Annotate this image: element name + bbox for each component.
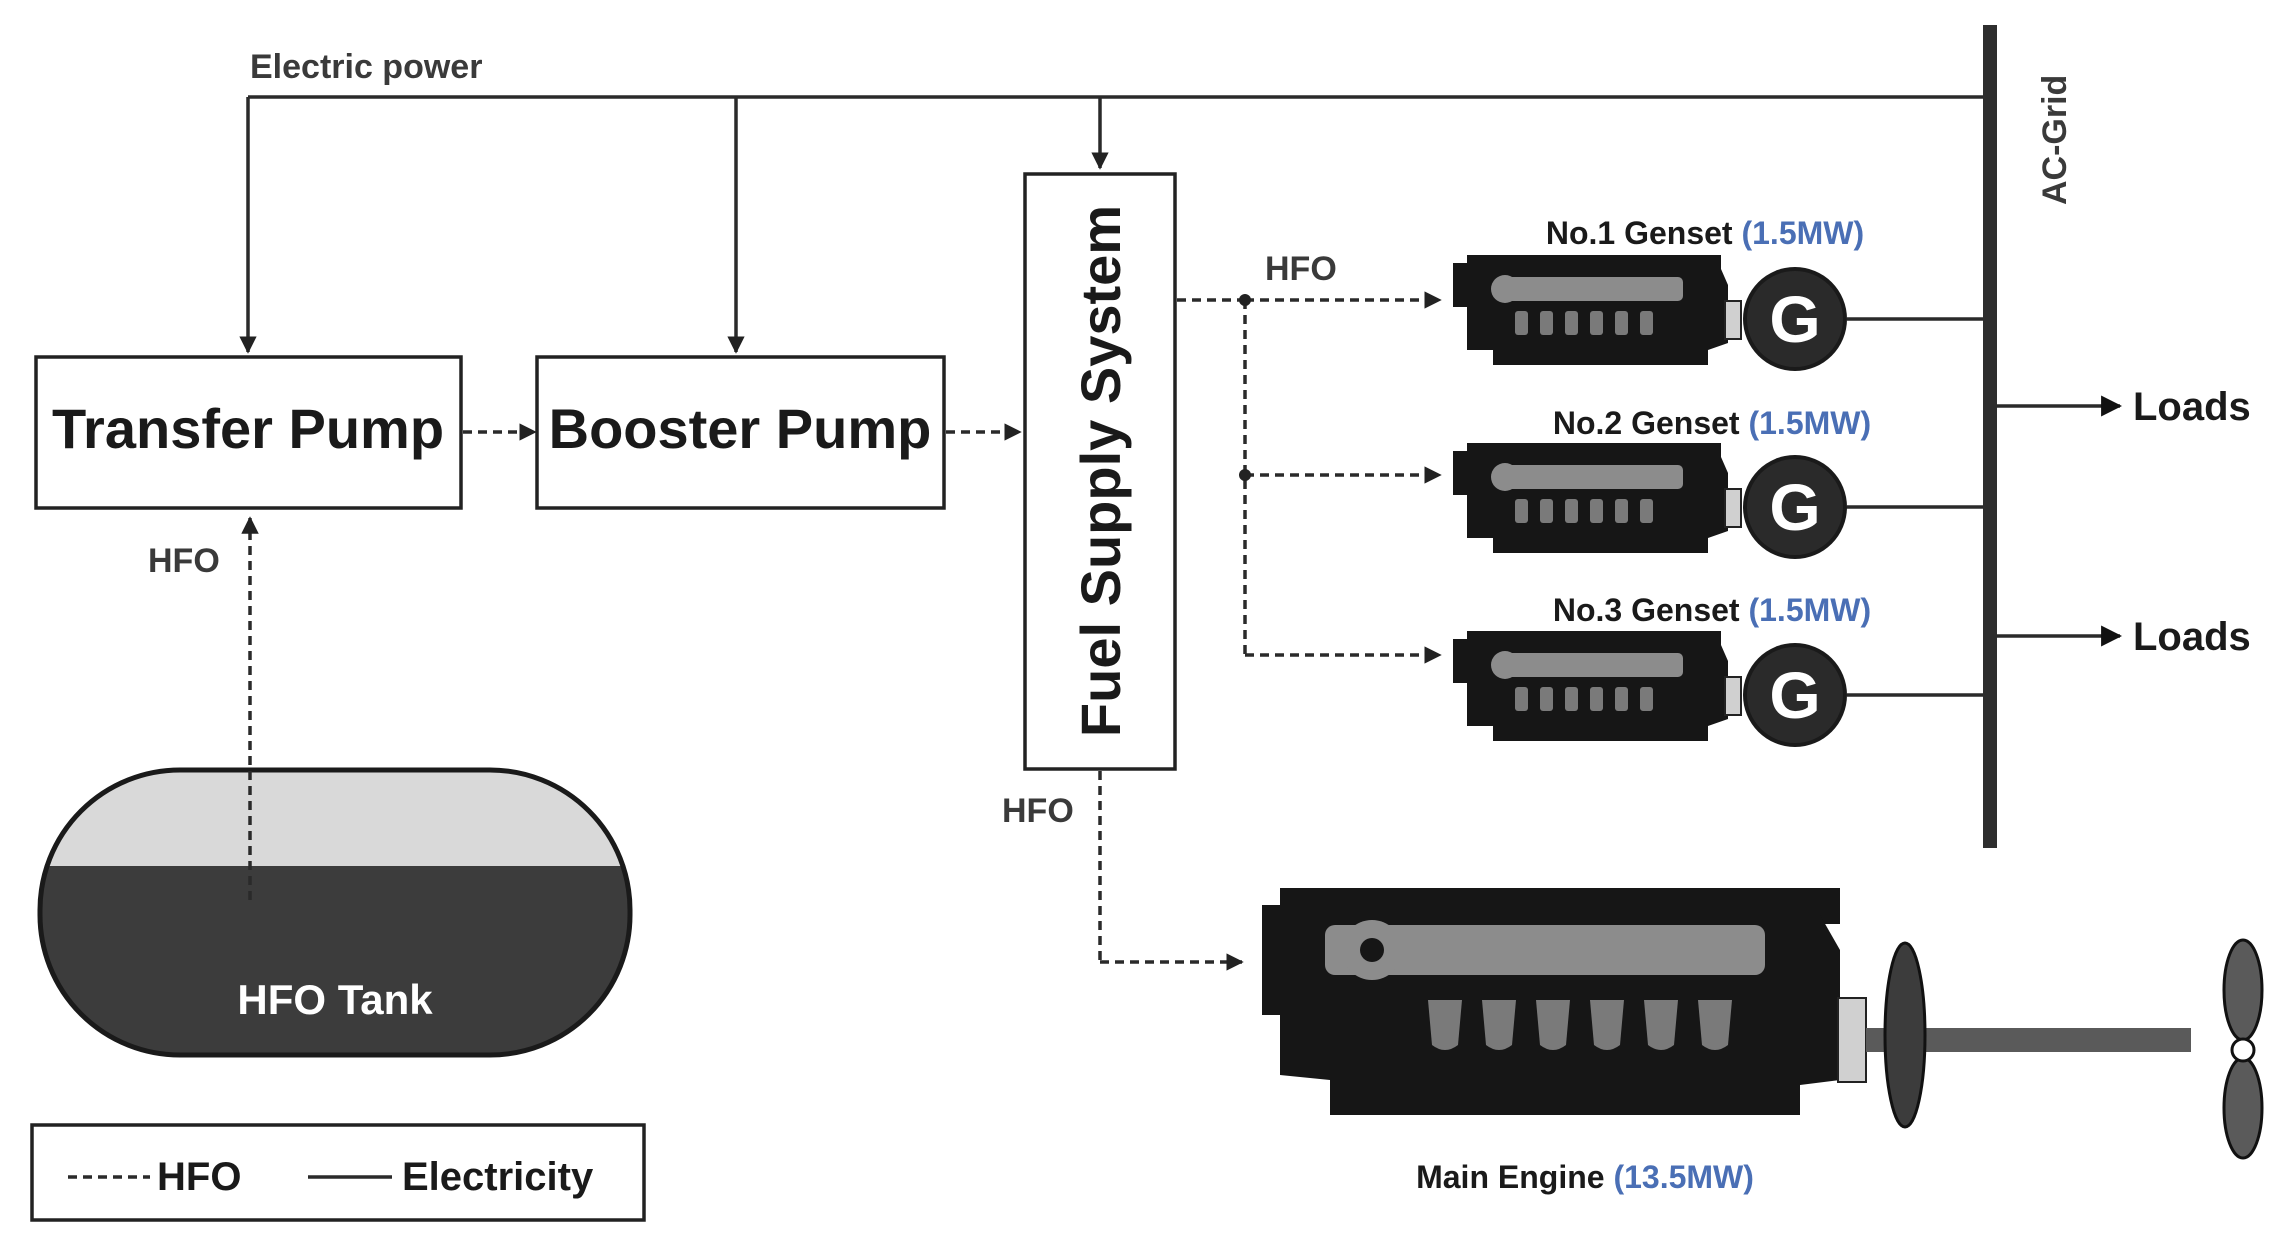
generator-icon: G [1769,282,1820,356]
genset-1: No.1 Genset (1.5MW) G [1452,215,1983,372]
hfo-tank-icon: HFO Tank [37,767,633,1058]
loads-2-label: Loads [2133,615,2251,659]
ac-grid-bus [1983,25,1997,848]
genset-2-label: No.2 Genset (1.5MW) [1553,405,1871,441]
transfer-pump-box: Transfer Pump [34,355,463,510]
genset-1-label: No.1 Genset (1.5MW) [1546,215,1864,251]
hfo-flow-to-gensets [1177,291,1442,664]
booster-pump-label: Booster Pump [549,397,932,460]
legend-fuel-label: HFO [157,1155,241,1199]
booster-pump-box: Booster Pump [535,355,946,510]
legend-electric-label: Electricity [402,1155,594,1199]
fuel-supply-system-box: Fuel Supply System [1023,172,1177,771]
hfo-label-tank: HFO [148,542,220,580]
electric-power-lines [239,95,1990,354]
genset-3: No.3 Genset (1.5MW) G [1452,592,1983,748]
propeller-icon [1883,938,2264,1160]
legend: HFO Electricity [30,1123,646,1222]
main-engine-icon [1262,888,2191,1115]
genset-3-label: No.3 Genset (1.5MW) [1553,592,1871,628]
loads-1-label: Loads [2133,385,2251,429]
hfo-label-main: HFO [1002,792,1074,830]
loads-1: Loads [1997,385,2251,429]
fuel-supply-system-label: Fuel Supply System [1069,205,1132,737]
generator-icon: G [1769,658,1820,732]
hfo-label-gensets: HFO [1265,250,1337,288]
transfer-pump-label: Transfer Pump [52,397,444,460]
main-engine-label: Main Engine (13.5MW) [1416,1159,1754,1195]
loads-2: Loads [1997,615,2251,659]
hfo-flow-to-main-engine [1098,771,1244,971]
genset-2: No.2 Genset (1.5MW) G [1452,405,1983,560]
generator-icon: G [1769,470,1820,544]
ac-grid-label: AC-Grid [2036,75,2074,205]
hfo-tank-label: HFO Tank [237,976,433,1023]
electric-power-label: Electric power [250,48,482,86]
